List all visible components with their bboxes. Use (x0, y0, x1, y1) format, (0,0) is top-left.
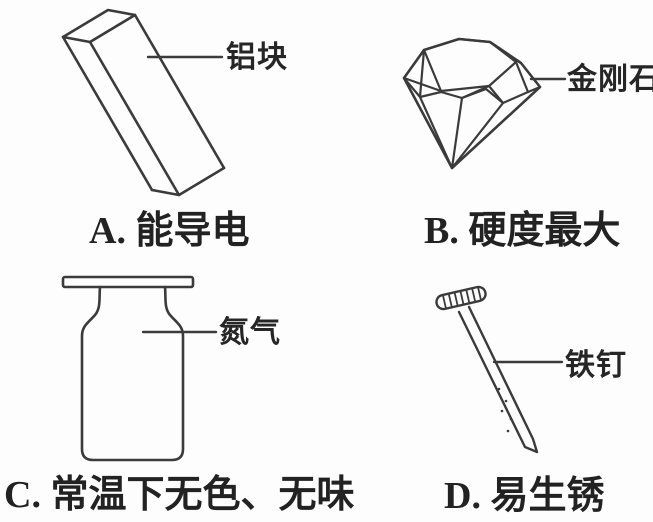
nail-shaft (457, 305, 539, 454)
nail-head-hatching (442, 286, 482, 309)
nail-head-cap (435, 285, 487, 311)
caption-option-a: A. 能导电 (89, 210, 250, 252)
diamond-crown-facets (402, 48, 530, 105)
gas-bottle-drawing (61, 275, 218, 462)
caption-option-c: C. 常温下无色、无味 (4, 474, 355, 516)
aluminum-long-edge-middle (88, 40, 181, 197)
caption-option-d: D. 易生锈 (444, 475, 605, 517)
object-label-nitrogen: 氮气 (219, 316, 281, 349)
diamond-drawing (402, 37, 567, 170)
caption-option-b: B. 硬度最大 (424, 210, 621, 252)
diamond-pavilion-facets (418, 95, 505, 170)
aluminum-long-edge-right (133, 13, 226, 170)
diamond-outline (402, 37, 542, 170)
diamond-girdle (402, 76, 542, 105)
aluminum-bottom-face (150, 166, 226, 197)
nail-head (435, 285, 487, 311)
object-label-iron-nail: 铁钉 (565, 349, 627, 382)
object-label-aluminum: 铝块 (226, 41, 288, 74)
diamond-table-facet (422, 37, 518, 93)
bottle-lid (61, 275, 195, 289)
iron-nail-drawing (435, 285, 564, 454)
bottle-body (80, 285, 185, 462)
nail-speckles (497, 387, 513, 433)
aluminum-top-face (61, 8, 137, 44)
aluminum-block-drawing (61, 8, 226, 197)
aluminum-long-edge-left (61, 35, 154, 192)
object-label-diamond: 金刚石 (567, 63, 653, 96)
